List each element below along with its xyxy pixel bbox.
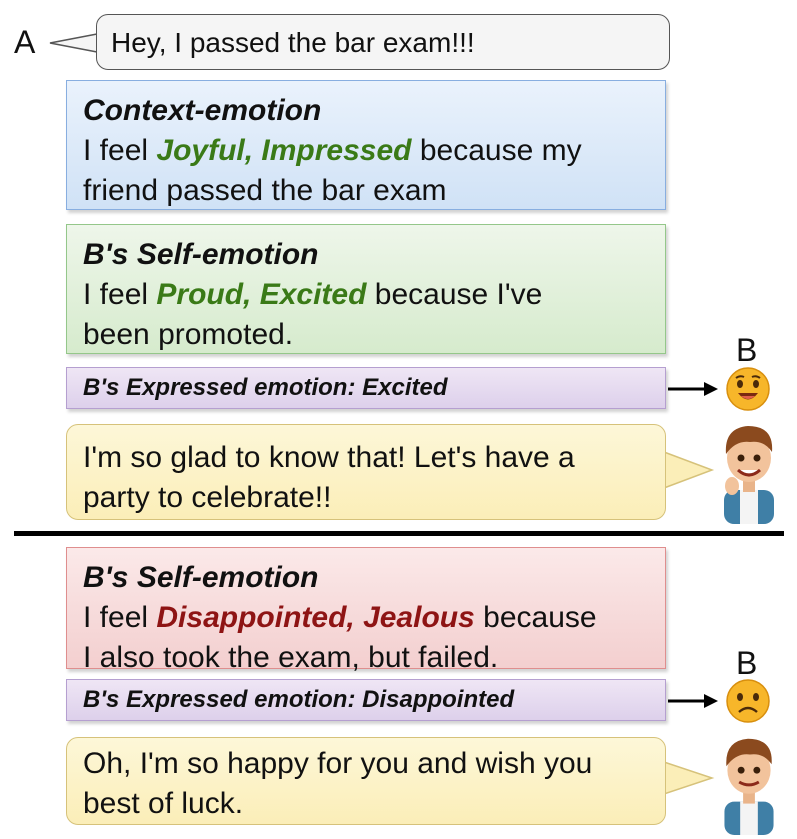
- context-emotion-box: Context-emotion I feel Joyful, Impressed…: [66, 80, 666, 210]
- context-emotion-title: Context-emotion: [83, 94, 322, 127]
- reply-bubble-1: I'm so glad to know that! Let's have a p…: [66, 424, 666, 520]
- self-emotion-title-1: B's Self-emotion: [83, 238, 319, 271]
- reply1-line2: party to celebrate!!: [83, 481, 332, 514]
- reply2-line2: best of luck.: [83, 787, 244, 820]
- reply2-line1: Oh, I'm so happy for you and wish you: [83, 747, 593, 780]
- self-emotion-box-2: B's Self-emotion I feel Disappointed, Je…: [66, 547, 666, 674]
- excited-face-icon: [726, 367, 770, 411]
- section-divider: [14, 531, 784, 536]
- self2-emotions: Disappointed, Jealous: [156, 601, 475, 634]
- expressed-emotion-1: B's Expressed emotion: Excited: [66, 367, 666, 409]
- speaker-b-label-2: B: [736, 645, 758, 681]
- reply-bubble-2: Oh, I'm so happy for you and wish you be…: [66, 737, 666, 825]
- speaker-b-label-1: B: [736, 332, 758, 368]
- arrowhead-excited: [704, 382, 718, 396]
- context-suffix-line1: because my: [419, 134, 582, 167]
- context-prefix: I feel: [83, 134, 149, 167]
- self1-emotions: Proud, Excited: [156, 278, 367, 311]
- reply1-tail: [663, 450, 715, 490]
- speaker-a-label: A: [14, 24, 36, 60]
- self2-prefix: I feel: [83, 601, 149, 634]
- boy-avatar-icon: [724, 738, 774, 835]
- reply1-line1: I'm so glad to know that! Let's have a: [83, 441, 575, 474]
- self2-suffix-line1: because: [483, 601, 597, 634]
- expressed-emotion-2: B's Expressed emotion: Disappointed: [66, 679, 666, 721]
- context-emotions: Joyful, Impressed: [156, 134, 412, 167]
- disappointed-face-icon: [726, 679, 770, 723]
- self1-prefix: I feel: [83, 278, 149, 311]
- self1-suffix-line1: because I've: [374, 278, 543, 311]
- speaker-a-message: Hey, I passed the bar exam!!!: [96, 14, 670, 70]
- self-emotion-box-1: B's Self-emotion I feel Proud, Excited b…: [66, 224, 666, 354]
- reply2-tail: [663, 760, 715, 796]
- self-emotion-title-2: B's Self-emotion: [83, 561, 319, 594]
- self2-suffix-line2: I also took the exam, but failed.: [83, 641, 499, 674]
- context-suffix-line2: friend passed the bar exam: [83, 174, 447, 207]
- arrowhead-disappointed: [704, 694, 718, 708]
- self1-suffix-line2: been promoted.: [83, 318, 294, 351]
- boy-avatar-icon: [724, 426, 774, 524]
- bubble-a-tail: [49, 33, 98, 53]
